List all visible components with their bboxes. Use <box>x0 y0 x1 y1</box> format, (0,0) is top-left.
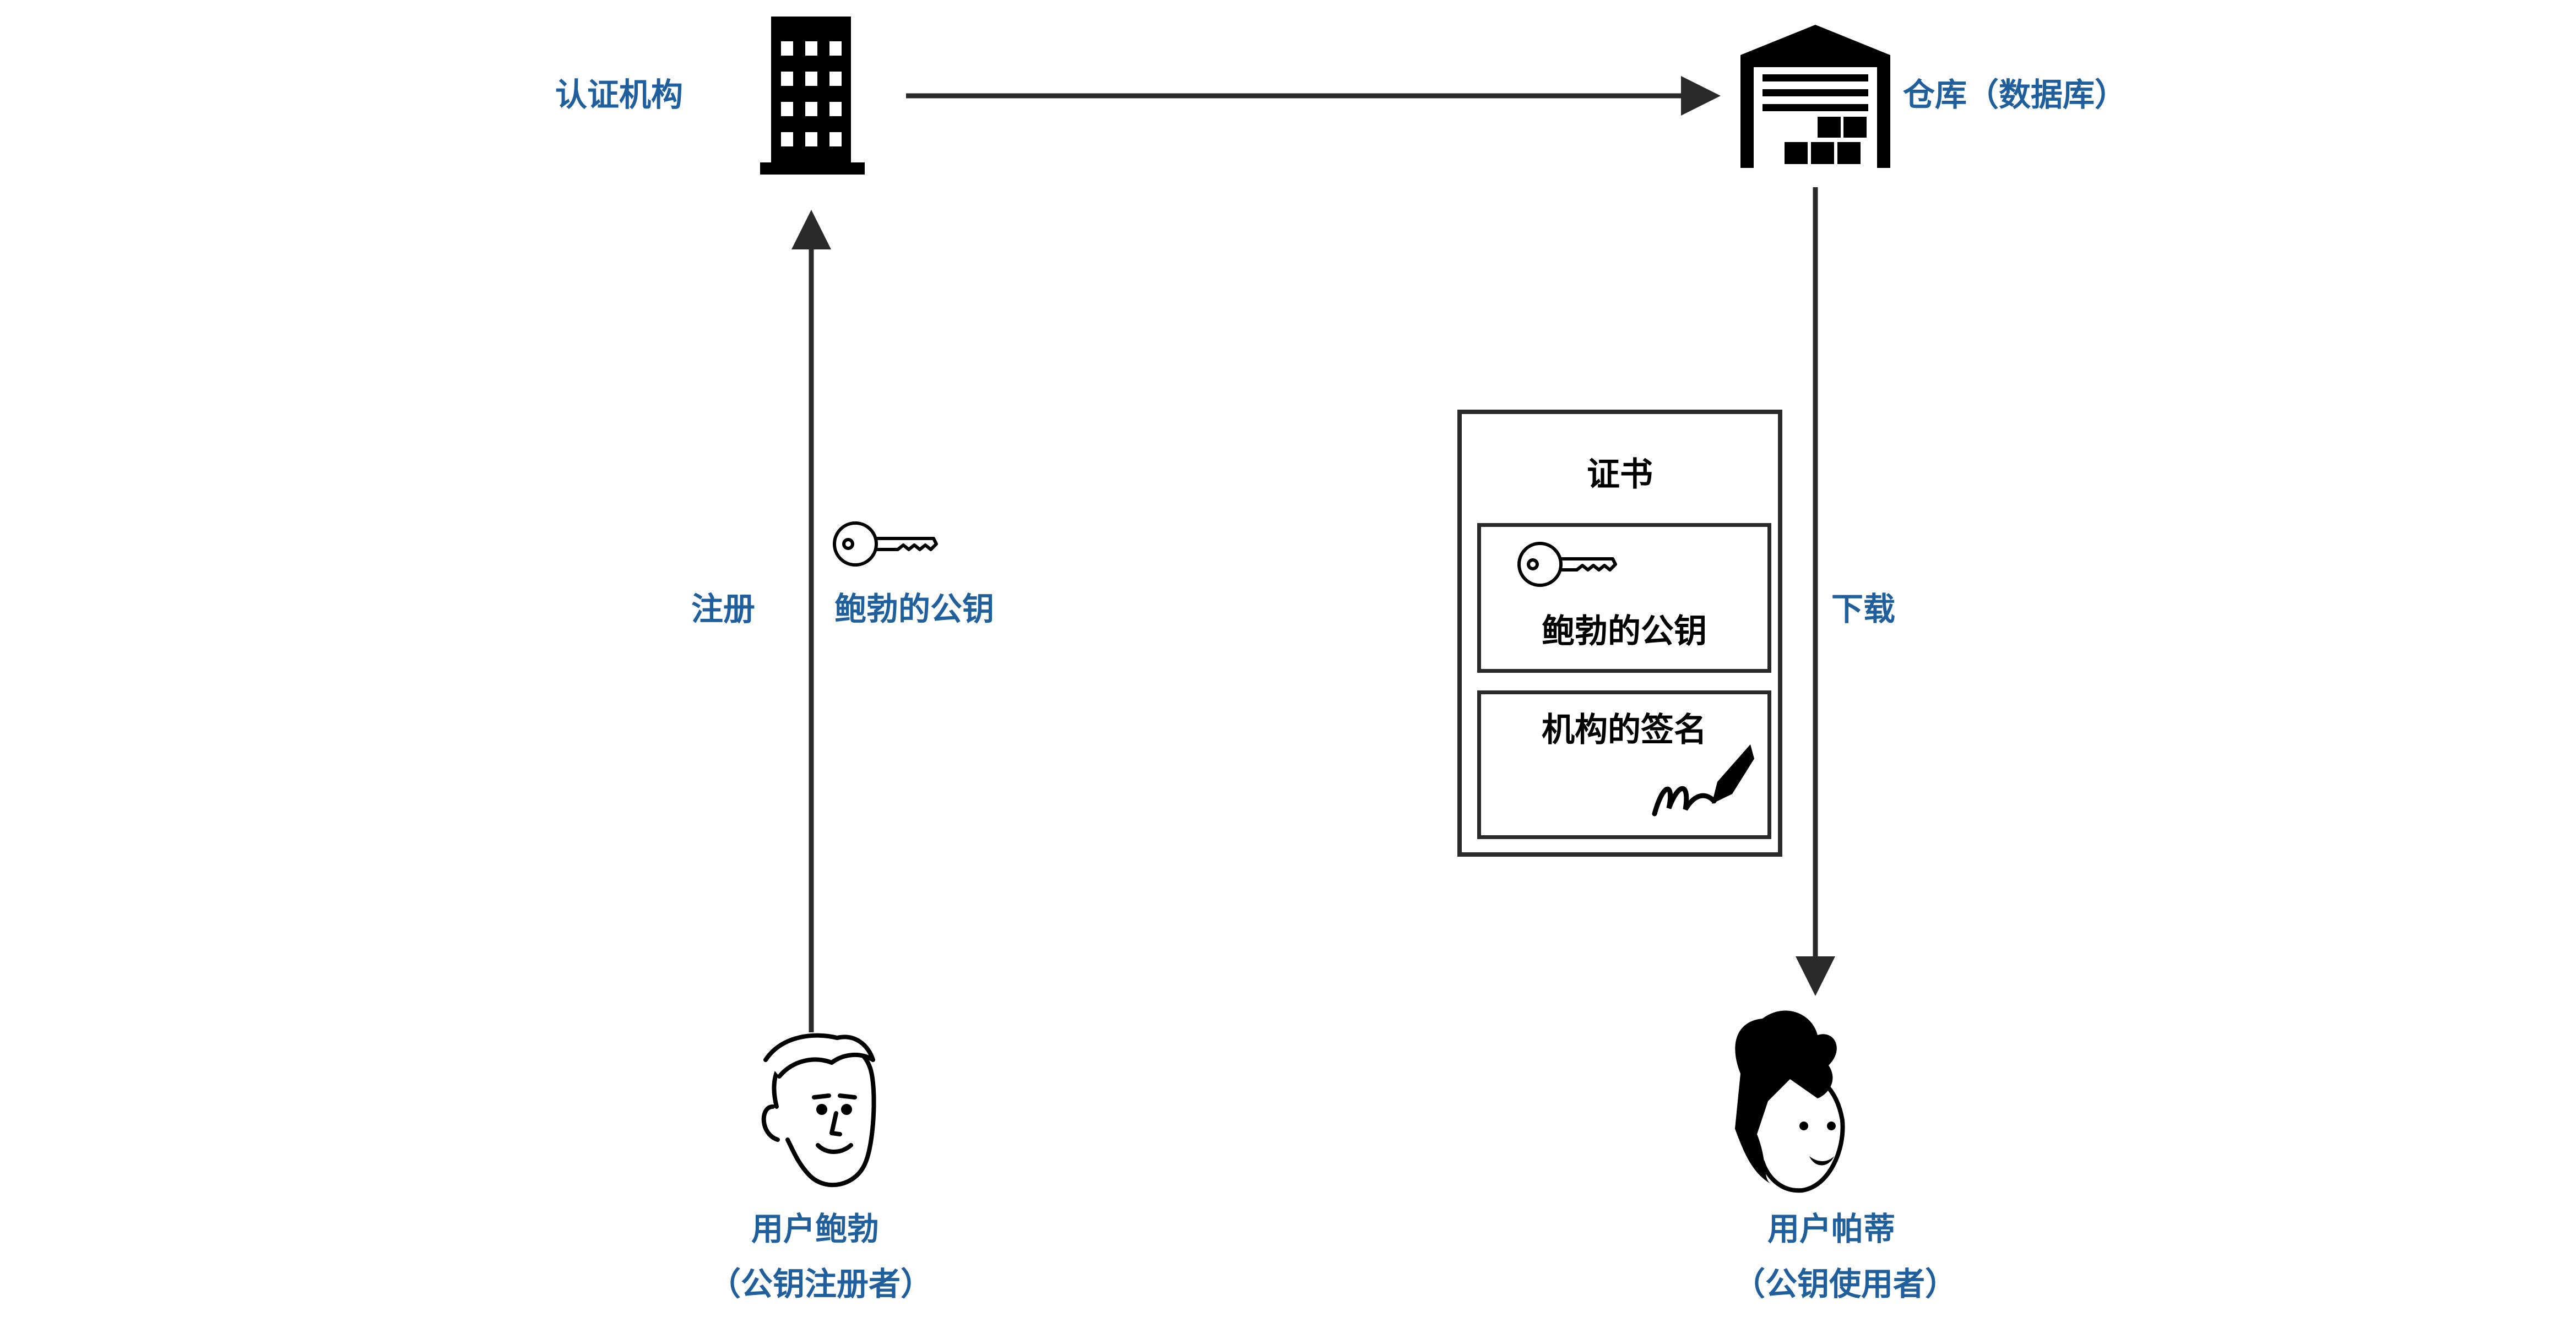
warehouse-label: 仓库（数据库） <box>1903 76 2127 113</box>
pen-nib-icon <box>1652 744 1754 817</box>
certificate-public-key-label: 鲍勃的公钥 <box>1542 612 1707 651</box>
certificate-signature-section: 机构的签名 <box>1477 690 1771 839</box>
bob-public-key-edge-label: 鲍勃的公钥 <box>834 590 995 628</box>
patty-label-line1: 用户帕蒂 <box>1767 1210 1896 1248</box>
bob-label-line2: （公钥注册者） <box>708 1265 933 1303</box>
register-edge-label: 注册 <box>691 590 756 628</box>
warehouse-icon <box>1740 25 1890 168</box>
download-edge-label: 下载 <box>1831 590 1896 628</box>
certificate-key-icon <box>1517 542 1617 587</box>
bob-label-line1: 用户鲍勃 <box>751 1210 880 1248</box>
certificate-signature-label: 机构的签名 <box>1542 711 1707 749</box>
certificate-box: 证书 鲍勃的公钥 机构的签名 <box>1457 410 1782 857</box>
bob-face-icon <box>761 1033 876 1188</box>
certificate-title: 证书 <box>1587 455 1653 494</box>
key-icon <box>833 521 938 567</box>
patty-label-line2: （公钥使用者） <box>1733 1265 1957 1303</box>
authority-label: 认证机构 <box>555 76 684 113</box>
patty-face-icon <box>1735 1010 1845 1193</box>
certificate-public-key-section: 鲍勃的公钥 <box>1477 523 1771 673</box>
office-building-icon <box>760 17 865 175</box>
